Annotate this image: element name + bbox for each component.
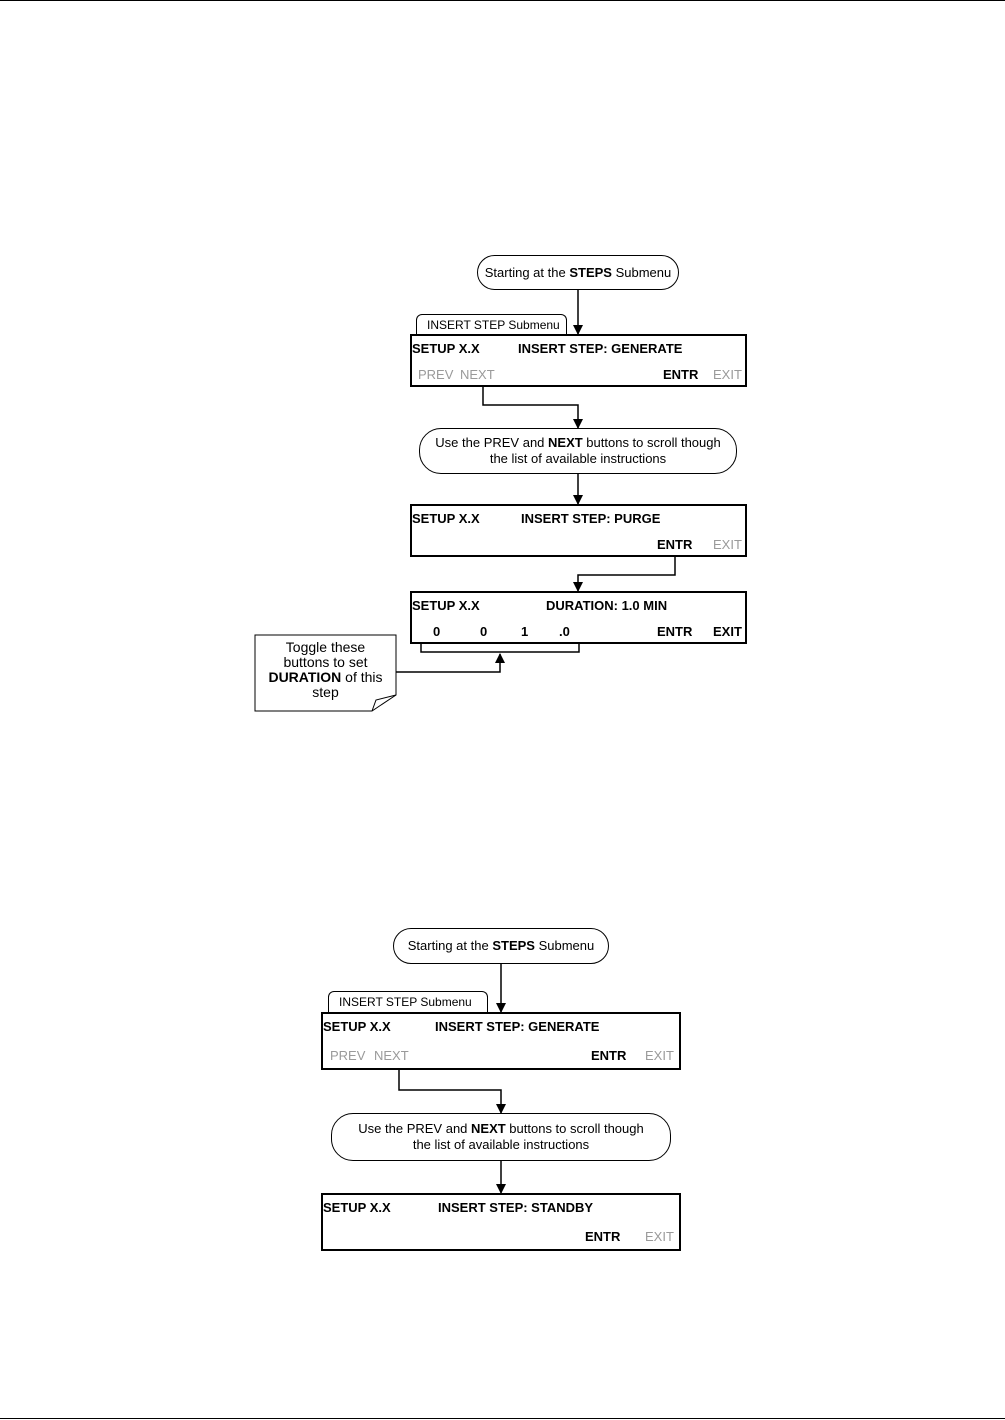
setup-label: SETUP X.X <box>323 1200 391 1215</box>
start-bubble: Starting at the STEPS Submenu <box>477 255 679 290</box>
next-button[interactable]: NEXT <box>460 367 495 382</box>
exit-button[interactable]: EXIT <box>713 367 742 382</box>
entr-button[interactable]: ENTR <box>591 1048 627 1063</box>
setup-label: SETUP X.X <box>323 1019 391 1034</box>
top-rule <box>0 0 1005 1</box>
insert-step-label: INSERT STEP: PURGE <box>521 511 661 526</box>
setup-label: SETUP X.X <box>412 341 480 356</box>
digit-bracket <box>420 640 580 653</box>
entr-button[interactable]: ENTR <box>657 624 693 639</box>
screen-purge: SETUP X.X INSERT STEP: PURGE ENTR EXIT <box>410 504 747 557</box>
screen-generate-2: SETUP X.X INSERT STEP: GENERATE PREV NEX… <box>321 1012 681 1070</box>
instruction-text-pre: Use the PREV and <box>435 435 549 450</box>
instruction-text-pre: Use the PREV and <box>358 1121 472 1136</box>
arrow-next-to-instruction <box>482 385 583 429</box>
insert-step-label: INSERT STEP: GENERATE <box>435 1019 600 1034</box>
start-bubble-2: Starting at the STEPS Submenu <box>393 928 609 964</box>
instruction-text-post: buttons to scroll though <box>505 1121 644 1136</box>
prev-button[interactable]: PREV <box>418 367 454 382</box>
instruction-bubble: Use the PREV and NEXT buttons to scroll … <box>419 428 737 474</box>
start-text-post: Submenu <box>534 938 595 953</box>
instruction-text-bold: NEXT <box>548 435 583 450</box>
instruction-text-line2: the list of available instructions <box>412 1137 590 1152</box>
start-text-pre: Starting at the <box>407 938 493 953</box>
bottom-rule <box>0 1418 1005 1419</box>
note-bold: DURATION <box>268 669 342 685</box>
exit-button[interactable]: EXIT <box>713 537 742 552</box>
setup-label: SETUP X.X <box>412 598 480 613</box>
insert-step-tab: INSERT STEP Submenu <box>416 314 567 335</box>
instruction-text-post: buttons to scroll though <box>582 435 721 450</box>
digit-button-1[interactable]: 0 <box>433 624 441 639</box>
start-text-bold: STEPS <box>492 938 535 953</box>
entr-button[interactable]: ENTR <box>585 1229 621 1244</box>
screen-duration: SETUP X.X DURATION: 1.0 MIN 0 0 1 .0 ENT… <box>410 591 747 644</box>
tab-label: INSERT STEP Submenu <box>427 318 560 332</box>
exit-button[interactable]: EXIT <box>713 624 742 639</box>
instruction-text-bold: NEXT <box>471 1121 506 1136</box>
digit-button-2[interactable]: 0 <box>480 624 488 639</box>
next-button[interactable]: NEXT <box>374 1048 409 1063</box>
digit-button-3[interactable]: 1 <box>521 624 529 639</box>
screen-standby: SETUP X.X INSERT STEP: STANDBY ENTR EXIT <box>321 1193 681 1251</box>
insert-step-label: INSERT STEP: GENERATE <box>518 341 683 356</box>
entr-button[interactable]: ENTR <box>663 367 699 382</box>
start-text-bold: STEPS <box>569 264 612 280</box>
setup-label: SETUP X.X <box>412 511 480 526</box>
arrow-entr-to-screen3 <box>573 555 676 592</box>
note-line1: Toggle these <box>285 639 366 655</box>
duration-label: DURATION: 1.0 MIN <box>546 598 668 613</box>
note-line2: buttons to set <box>283 654 368 670</box>
instruction-bubble-2: Use the PREV and NEXT buttons to scroll … <box>331 1113 671 1161</box>
entr-button[interactable]: ENTR <box>657 537 693 552</box>
arrow-next2-to-instruction <box>398 1064 506 1114</box>
note-line3: of this <box>341 669 383 685</box>
digit-button-4[interactable]: .0 <box>559 624 570 639</box>
screen-generate: SETUP X.X INSERT STEP: GENERATE PREV NEX… <box>410 334 747 387</box>
insert-step-tab-2: INSERT STEP Submenu <box>328 991 488 1013</box>
insert-step-label: INSERT STEP: STANDBY <box>438 1200 594 1215</box>
note-line4: step <box>312 684 339 700</box>
start-text-pre: Starting at the <box>484 264 570 280</box>
start-text-post: Submenu <box>611 264 672 280</box>
arrow-note-to-bracket <box>396 653 505 673</box>
tab-label: INSERT STEP Submenu <box>339 995 472 1009</box>
instruction-text-line2: the list of available instructions <box>489 451 667 466</box>
duration-note: Toggle these buttons to set DURATION of … <box>255 640 396 700</box>
exit-button[interactable]: EXIT <box>645 1048 674 1063</box>
prev-button[interactable]: PREV <box>330 1048 366 1063</box>
exit-button[interactable]: EXIT <box>645 1229 674 1244</box>
